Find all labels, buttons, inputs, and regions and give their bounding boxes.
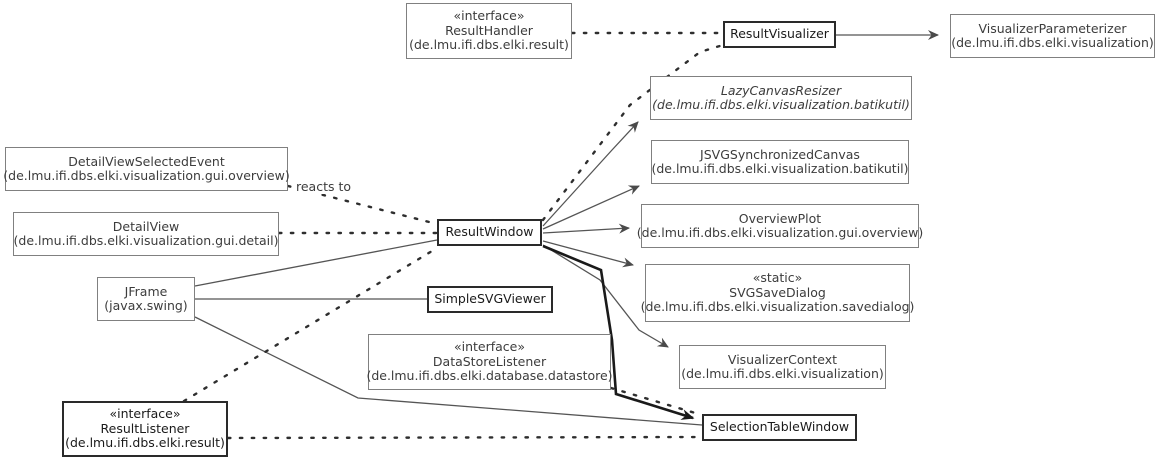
edge-result-listener-selection-table-window (226, 435, 704, 440)
class-node-package: (javax.swing) (104, 298, 188, 313)
class-node-package: (de.lmu.ifi.dbs.elki.visualization) (951, 35, 1154, 50)
class-node-visualizer-parameterizer[interactable]: VisualizerParameterizer(de.lmu.ifi.dbs.e… (950, 14, 1155, 58)
edge-result-window-overview-plot (542, 223, 630, 234)
class-node-result-visualizer[interactable]: ResultVisualizer (723, 21, 836, 48)
class-node-result-handler[interactable]: «interface»ResultHandler(de.lmu.ifi.dbs.… (406, 3, 572, 59)
class-node-lazy-canvas-resizer[interactable]: LazyCanvasResizer(de.lmu.ifi.dbs.elki.vi… (650, 76, 912, 120)
class-node-name: SimpleSVGViewer (434, 291, 546, 307)
class-node-name: SelectionTableWindow (709, 419, 850, 435)
class-node-package: (de.lmu.ifi.dbs.elki.visualization.batik… (652, 97, 910, 112)
edge-jframe-result-window (194, 239, 438, 287)
class-node-name: VisualizerParameterizer (978, 20, 1127, 36)
edge-result-window-lazy-canvas-resizer (542, 121, 639, 227)
edge-result-window-svg-save-dialog (542, 240, 634, 268)
class-node-name: JSVGSynchronizedCanvas (700, 146, 860, 162)
class-node-stereotype: «interface» (453, 339, 526, 355)
class-node-simple-svg-viewer[interactable]: SimpleSVGViewer (427, 286, 553, 313)
class-node-package: (de.lmu.ifi.dbs.elki.database.datastore) (366, 368, 613, 384)
class-node-package: (de.lmu.ifi.dbs.elki.result) (65, 435, 225, 451)
class-node-stereotype: «static» (752, 270, 803, 286)
class-node-name: VisualizerContext (727, 351, 838, 367)
edge-label-reacts-to: reacts to (295, 179, 353, 194)
class-node-visualizer-context[interactable]: VisualizerContext(de.lmu.ifi.dbs.elki.vi… (679, 345, 886, 389)
class-node-package: (de.lmu.ifi.dbs.elki.visualization.batik… (651, 161, 909, 176)
class-node-name: DetailViewSelectedEvent (68, 153, 225, 169)
edge-result-window-selection-table-window (542, 244, 695, 420)
class-node-stereotype: «interface» (453, 8, 525, 24)
class-node-jframe[interactable]: JFrame(javax.swing) (97, 277, 195, 321)
class-node-name: ResultWindow (445, 224, 534, 240)
edge-jframe-selection-table-window (194, 316, 703, 426)
class-node-package: (de.lmu.ifi.dbs.elki.visualization.gui.d… (13, 233, 279, 248)
class-node-name: ResultVisualizer (730, 26, 829, 42)
class-node-package: (de.lmu.ifi.dbs.elki.result) (409, 37, 569, 53)
class-node-detail-view-selected-event[interactable]: DetailViewSelectedEvent(de.lmu.ifi.dbs.e… (3, 147, 290, 191)
class-node-jsvg-synchronized-canvas[interactable]: JSVGSynchronizedCanvas(de.lmu.ifi.dbs.el… (651, 140, 909, 184)
class-node-result-window[interactable]: ResultWindow (437, 219, 542, 246)
class-node-result-listener[interactable]: «interface»ResultListener(de.lmu.ifi.dbs… (62, 401, 228, 457)
class-node-name: ResultListener (100, 420, 190, 436)
class-node-name: DataStoreListener (432, 353, 547, 369)
class-node-selection-table-window[interactable]: SelectionTableWindow (702, 414, 857, 441)
class-node-overview-plot[interactable]: OverviewPlot(de.lmu.ifi.dbs.elki.visuali… (637, 204, 923, 248)
class-node-name: OverviewPlot (738, 210, 822, 226)
edge-result-window-jsvg-synchronized-canvas (542, 185, 640, 230)
edge-result-window-result-visualizer (541, 43, 725, 222)
class-node-svg-save-dialog[interactable]: «static»SVGSaveDialog(de.lmu.ifi.dbs.elk… (641, 264, 914, 322)
class-node-package: (de.lmu.ifi.dbs.elki.visualization.gui.o… (636, 225, 924, 240)
edge-result-listener-result-window (182, 246, 439, 403)
class-node-name: JFrame (124, 283, 168, 299)
edge-datastore-listener-selection-table-window (609, 386, 704, 417)
class-node-package: (de.lmu.ifi.dbs.elki.visualization.gui.o… (3, 168, 290, 183)
class-node-detail-view[interactable]: DetailView(de.lmu.ifi.dbs.elki.visualiza… (13, 212, 279, 256)
edge-result-window-visualizer-context (542, 244, 669, 348)
class-node-name: SVGSaveDialog (729, 284, 826, 300)
class-node-name: ResultHandler (445, 22, 533, 38)
class-node-package: (de.lmu.ifi.dbs.elki.visualization) (681, 366, 884, 381)
class-node-datastore-listener[interactable]: «interface»DataStoreListener(de.lmu.ifi.… (366, 334, 613, 390)
class-node-package: (de.lmu.ifi.dbs.elki.visualization.saved… (640, 299, 915, 315)
class-node-stereotype: «interface» (109, 406, 181, 422)
class-node-name: LazyCanvasResizer (720, 82, 842, 98)
class-node-name: DetailView (112, 218, 180, 234)
